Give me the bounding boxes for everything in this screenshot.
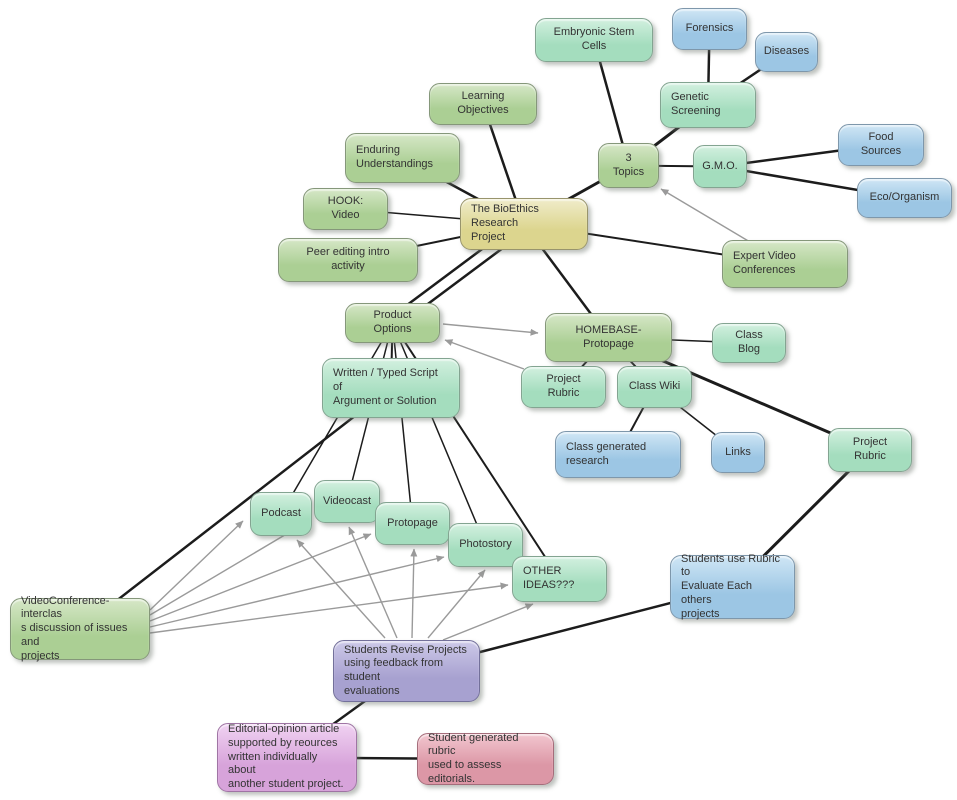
node-editorial[interactable]: Editorial-opinion article supported by r… — [217, 723, 357, 792]
arrow-expert-to-topics — [660, 188, 751, 243]
node-eco[interactable]: Eco/Organism — [857, 178, 952, 218]
node-embryonic[interactable]: Embryonic Stem Cells — [535, 18, 653, 62]
arrow-revise-to-podcast — [296, 539, 386, 639]
node-center[interactable]: The BioEthics Research Project — [460, 198, 588, 250]
node-hook[interactable]: HOOK: Video — [303, 188, 388, 230]
node-revise[interactable]: Students Revise Projects using feedback … — [333, 640, 480, 702]
arrow-revise-to-other — [442, 603, 534, 641]
node-product[interactable]: Product Options — [345, 303, 440, 343]
node-classblog[interactable]: Class Blog — [712, 323, 786, 363]
node-topics[interactable]: 3 Topics — [598, 143, 659, 188]
node-prright[interactable]: Project Rubric — [828, 428, 912, 472]
arrow-revise-to-videocast — [348, 526, 398, 639]
node-learning[interactable]: Learning Objectives — [429, 83, 537, 125]
arrow-videoconf-to-other — [149, 582, 509, 634]
node-written[interactable]: Written / Typed Script of Argument or So… — [322, 358, 460, 418]
arrow-revise-to-photostory — [427, 569, 486, 639]
node-podcast[interactable]: Podcast — [250, 492, 312, 536]
node-videoconf[interactable]: VideoConference-interclas s discussion o… — [10, 595, 150, 662]
arrow-videoconf-to-protopage — [149, 533, 372, 622]
edge-product-protopage — [391, 322, 414, 524]
node-prleft[interactable]: Project Rubric — [521, 366, 606, 408]
node-enduring[interactable]: Enduring Understandings — [345, 133, 460, 183]
node-genrubric[interactable]: Student generated rubric used to assess … — [417, 732, 554, 785]
node-classgen[interactable]: Class generated research — [555, 431, 681, 478]
arrow-revise-to-protopage — [410, 548, 418, 639]
arrow-videoconf-to-photostory — [149, 555, 445, 628]
node-other[interactable]: OTHER IDEAS??? — [512, 556, 607, 602]
node-expert[interactable]: Expert Video Conferences — [722, 240, 848, 288]
node-photostory[interactable]: Photostory — [448, 523, 523, 567]
node-links[interactable]: Links — [711, 432, 765, 473]
node-homebase[interactable]: HOMEBASE-Protopage — [545, 313, 672, 362]
arrow-videoconf-to-podcast — [149, 520, 244, 611]
node-genetic[interactable]: Genetic Screening — [660, 82, 756, 128]
arrow-product-to-homebase — [442, 323, 539, 336]
node-videocast[interactable]: Videocast — [314, 480, 380, 523]
node-classwiki[interactable]: Class Wiki — [617, 366, 692, 408]
node-protopage[interactable]: Protopage — [375, 502, 450, 545]
node-peer[interactable]: Peer editing intro activity — [278, 238, 418, 282]
edge-written-videoconf — [79, 387, 392, 630]
node-forensics[interactable]: Forensics — [672, 8, 747, 50]
edge-product-podcast — [280, 322, 394, 515]
node-food[interactable]: Food Sources — [838, 124, 924, 166]
arrow-prleft-to-product — [444, 339, 525, 370]
node-userubric[interactable]: Students use Rubric to Evaluate Each oth… — [670, 553, 795, 620]
node-diseases[interactable]: Diseases — [755, 32, 818, 72]
node-gmo[interactable]: G.M.O. — [693, 145, 747, 188]
